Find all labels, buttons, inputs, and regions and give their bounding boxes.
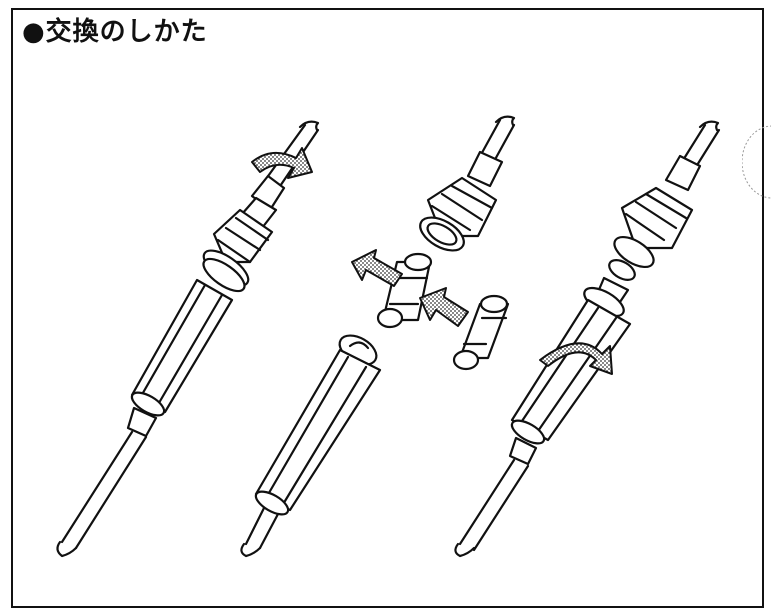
insert-fuse-arrow-icon (420, 288, 468, 326)
binder-hole-mark (742, 122, 771, 202)
loosen-nut-arrow-icon (252, 148, 312, 178)
